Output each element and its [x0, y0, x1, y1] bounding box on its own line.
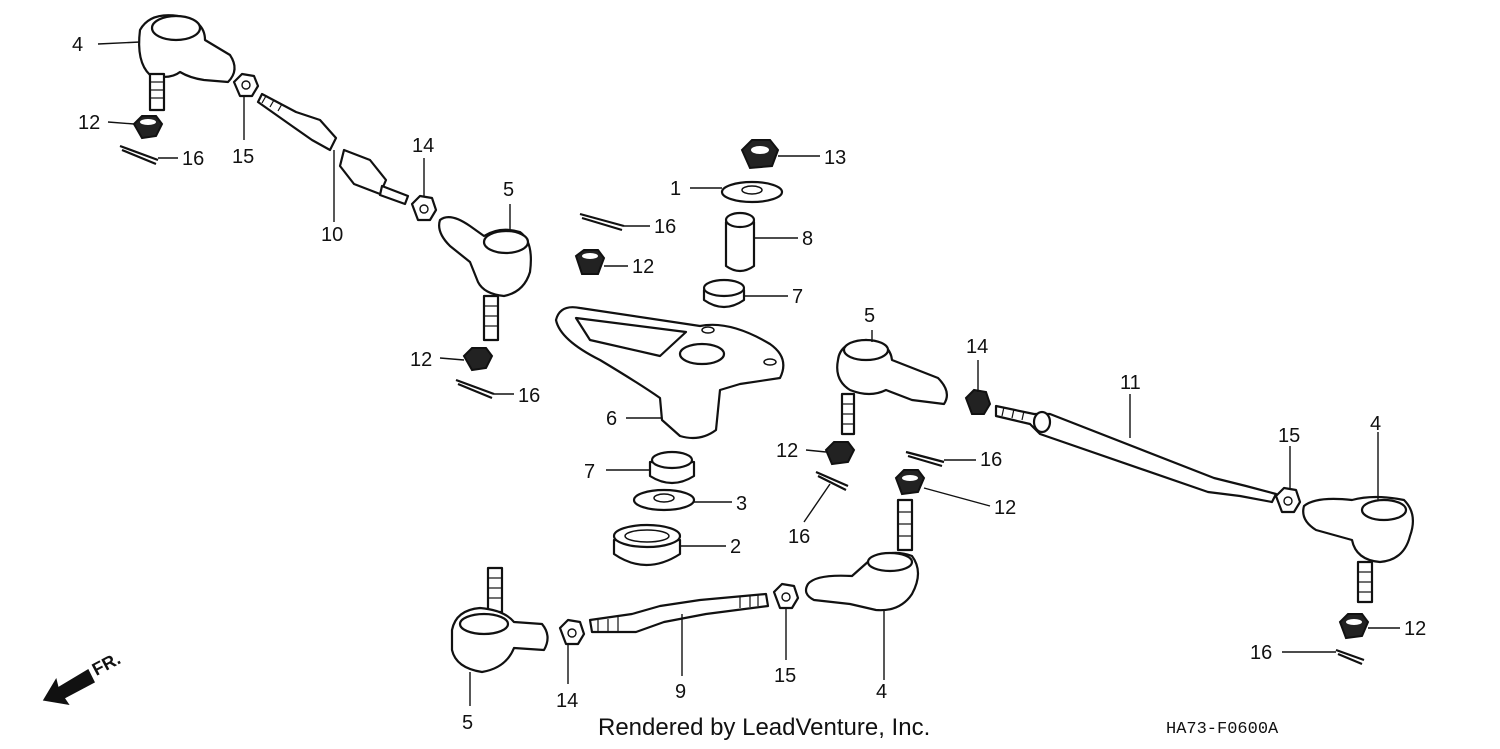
tie-rod-end-4-right	[1302, 495, 1415, 604]
callout-3: 3	[736, 493, 747, 515]
callout-16: 16	[654, 216, 676, 238]
callout-12: 12	[78, 112, 100, 134]
callout-4: 4	[1370, 413, 1381, 435]
locknut-15-right	[1274, 486, 1302, 514]
washer-3	[632, 488, 696, 512]
tie-rod-11	[994, 404, 1278, 504]
nut-12-right-lower	[1338, 613, 1370, 640]
callout-12: 12	[994, 497, 1016, 519]
cotter-pin-16-right-upper	[905, 450, 945, 468]
callout-10: 10	[321, 224, 343, 246]
callout-16: 16	[788, 526, 810, 548]
callout-6: 6	[606, 408, 617, 430]
callout-16: 16	[518, 385, 540, 407]
cotter-pin-16-right-lower	[815, 470, 849, 491]
bushing-7-upper	[702, 278, 746, 309]
tie-rod-end-4-lower	[804, 498, 920, 612]
callout-4: 4	[72, 34, 83, 56]
leader-lines	[97, 41, 1400, 706]
callout-11: 11	[1120, 372, 1141, 394]
pitman-arm-6	[554, 306, 785, 440]
front-direction-arrow-icon	[42, 668, 95, 706]
callout-12: 12	[776, 440, 798, 462]
callout-12: 12	[632, 256, 654, 278]
callout-1: 1	[670, 178, 681, 200]
callout-7: 7	[584, 461, 595, 483]
callout-14: 14	[556, 690, 578, 712]
locknut-14-lower	[558, 618, 586, 646]
callout-4: 4	[876, 681, 887, 703]
locknut-15-lower	[772, 582, 800, 610]
render-credit: Rendered by LeadVenture, Inc.	[598, 714, 931, 741]
locknut-14-right	[964, 388, 992, 415]
nut-12-center	[574, 249, 606, 275]
diagram-code: HA73-F0600A	[1166, 720, 1279, 739]
cotter-pin-16-center	[579, 212, 625, 232]
callout-16: 16	[1250, 642, 1272, 664]
callout-15: 15	[1278, 425, 1300, 447]
callout-7: 7	[792, 286, 803, 308]
tie-rod-end-4-upper-left	[138, 14, 236, 112]
cotter-pin-16-upper-left	[119, 144, 159, 166]
tie-rod-10	[256, 92, 410, 206]
callout-labels: 4 12 16 15 10 14 5 12 16 13 1 16 8 12 7 …	[72, 34, 1426, 734]
locknut-15-upper-left	[232, 72, 260, 98]
callout-9: 9	[675, 681, 686, 703]
callout-2: 2	[730, 536, 741, 558]
callout-5: 5	[462, 712, 473, 734]
washer-1	[720, 180, 784, 204]
callout-8: 8	[802, 228, 813, 250]
callout-16: 16	[182, 148, 204, 170]
locknut-14-upper	[410, 194, 438, 222]
nut-12-right-mid-left	[824, 441, 856, 466]
nut-13	[740, 139, 780, 170]
tie-rod-end-5-right	[836, 338, 949, 436]
bushing-7-lower	[648, 450, 696, 485]
callout-15: 15	[232, 146, 254, 168]
cotter-pin-16-right-bottom	[1335, 648, 1365, 666]
tie-rod-9	[588, 592, 770, 634]
callout-15: 15	[774, 665, 796, 687]
callout-5: 5	[503, 179, 514, 201]
callout-12: 12	[410, 349, 432, 371]
seal-2	[612, 523, 682, 566]
nut-12-upper-mid	[462, 347, 494, 372]
callout-14: 14	[966, 336, 988, 358]
callout-16: 16	[980, 449, 1002, 471]
tie-rod-end-5-upper	[438, 215, 532, 342]
callout-14: 14	[412, 135, 434, 157]
tie-rod-end-5-lower	[450, 566, 549, 674]
collar-8	[724, 211, 756, 273]
nut-12-right-mid	[894, 469, 926, 496]
cotter-pin-16-upper-mid	[455, 378, 495, 400]
callout-5: 5	[864, 305, 875, 327]
nut-12-upper-left	[132, 115, 164, 140]
callout-12: 12	[1404, 618, 1426, 640]
callout-13: 13	[824, 147, 846, 169]
